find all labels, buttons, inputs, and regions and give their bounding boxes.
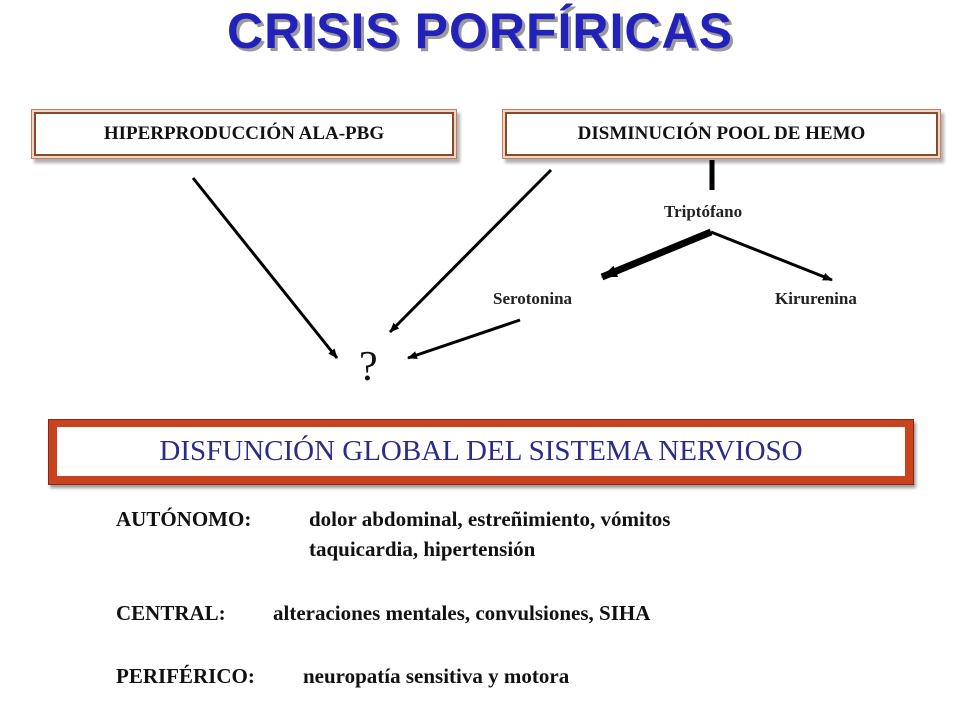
node-triptofano: Triptófano [664, 202, 743, 221]
unknown-mechanism-mark: ? [359, 344, 378, 390]
central-text: alteraciones mentales, convulsiones, SIH… [273, 601, 651, 625]
arrow-serotonina-to-unknown [407, 318, 521, 360]
arrow-heme-to-unknown [388, 168, 553, 334]
page-title: CRISIS PORFÍRICAS [227, 3, 733, 59]
node-serotonina: Serotonina [493, 289, 573, 308]
periferico-text: neuropatía sensitiva y motora [303, 664, 570, 688]
arrow-triptofano-to-serotonina [600, 228, 713, 281]
arrow-triptofano-to-kirurenina [710, 230, 833, 282]
autonomo-line-2: taquicardia, hipertensión [309, 537, 536, 561]
autonomo-line-1: dolor abdominal, estreñimiento, vómitos [309, 507, 671, 531]
arrow-alapbg-to-unknown [191, 177, 339, 359]
autonomo-label: AUTÓNOMO: [116, 507, 252, 531]
box-alapbg-overproduction: HIPERPRODUCCIÓN ALA-PBG [34, 112, 454, 156]
central-label: CENTRAL: [116, 601, 226, 625]
node-kirurenina: Kirurenina [775, 289, 857, 308]
box-heme-pool-decrease: DISMINUCIÓN POOL DE HEMO [505, 112, 938, 156]
periferico-label: PERIFÉRICO: [116, 664, 255, 688]
main-dysfunction-label: DISFUNCIÓN GLOBAL DEL SISTEMA NERVIOSO [57, 427, 905, 476]
main-dysfunction-box: DISFUNCIÓN GLOBAL DEL SISTEMA NERVIOSO [48, 419, 914, 485]
